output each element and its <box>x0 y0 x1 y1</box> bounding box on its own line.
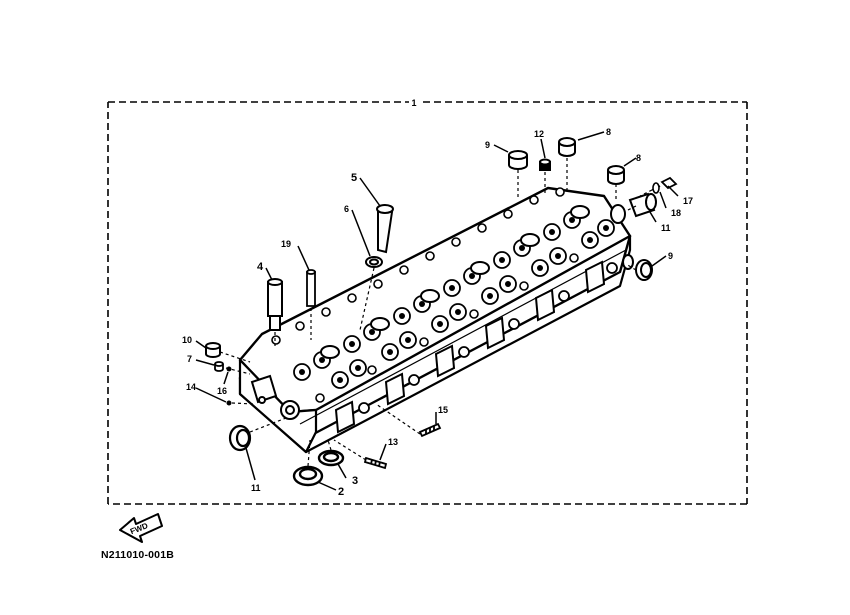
callout-14: 15 <box>438 405 448 415</box>
callout-9-top: 9 <box>485 140 490 150</box>
drawing-code: N211010-001B <box>101 549 175 561</box>
seal-2 <box>292 465 324 487</box>
callout-7: 7 <box>187 354 192 364</box>
callout-8-top: 8 <box>606 127 611 137</box>
fwd-arrow-icon: FWD <box>119 513 163 543</box>
valve-stems <box>299 217 609 383</box>
callouts: 5 6 19 4 9 12 8 8 17 18 11 9 10 7 16 14 … <box>182 127 693 498</box>
rear-boss <box>610 204 634 270</box>
callout-16: 16 <box>217 386 227 396</box>
stud-15 <box>363 456 388 470</box>
side-bolt-holes <box>358 262 618 414</box>
callout-4: 4 <box>257 261 264 273</box>
injector-bosses <box>320 205 590 359</box>
callout-15: 13 <box>388 437 398 447</box>
deck-bolt-bosses <box>271 187 579 403</box>
cap-9-top <box>508 150 528 170</box>
cap-8-top <box>558 137 576 157</box>
exhaust-ports <box>334 260 606 434</box>
washer-18 <box>652 182 660 194</box>
sleeve-5 <box>376 204 394 254</box>
callout-17: 17 <box>683 196 693 206</box>
nut-7 <box>214 361 224 372</box>
frame-label: 1 <box>411 98 416 108</box>
callout-6: 6 <box>344 204 349 214</box>
ball-13 <box>226 400 232 406</box>
callout-9-right: 9 <box>668 251 673 261</box>
stud-19 <box>306 269 316 307</box>
front-face-features <box>250 374 300 420</box>
stud-14 <box>418 422 442 438</box>
callout-13: 14 <box>186 382 196 392</box>
alignment-lines <box>219 158 653 467</box>
cap-8-right <box>607 165 625 185</box>
leader-lines <box>195 131 679 491</box>
callout-2: 2 <box>338 486 344 498</box>
sleeve-4 <box>267 278 283 331</box>
callout-10: 10 <box>182 335 192 345</box>
assembly-frame <box>107 101 748 505</box>
callout-19: 19 <box>281 239 291 249</box>
nut-12 <box>539 158 551 171</box>
ring-9-right <box>635 259 653 281</box>
plug-11-left <box>228 424 252 452</box>
callout-12: 12 <box>534 129 544 139</box>
callout-8-right: 8 <box>636 153 641 163</box>
callout-18: 18 <box>671 208 681 218</box>
callout-11-right: 11 <box>661 223 671 233</box>
callout-5: 5 <box>351 172 357 184</box>
plug-11-right <box>628 192 657 218</box>
seal-3 <box>317 449 345 467</box>
callout-11-left: 11 <box>251 483 261 493</box>
oring-6 <box>365 256 383 268</box>
cap-10 <box>205 342 221 358</box>
callout-3: 3 <box>352 475 358 487</box>
